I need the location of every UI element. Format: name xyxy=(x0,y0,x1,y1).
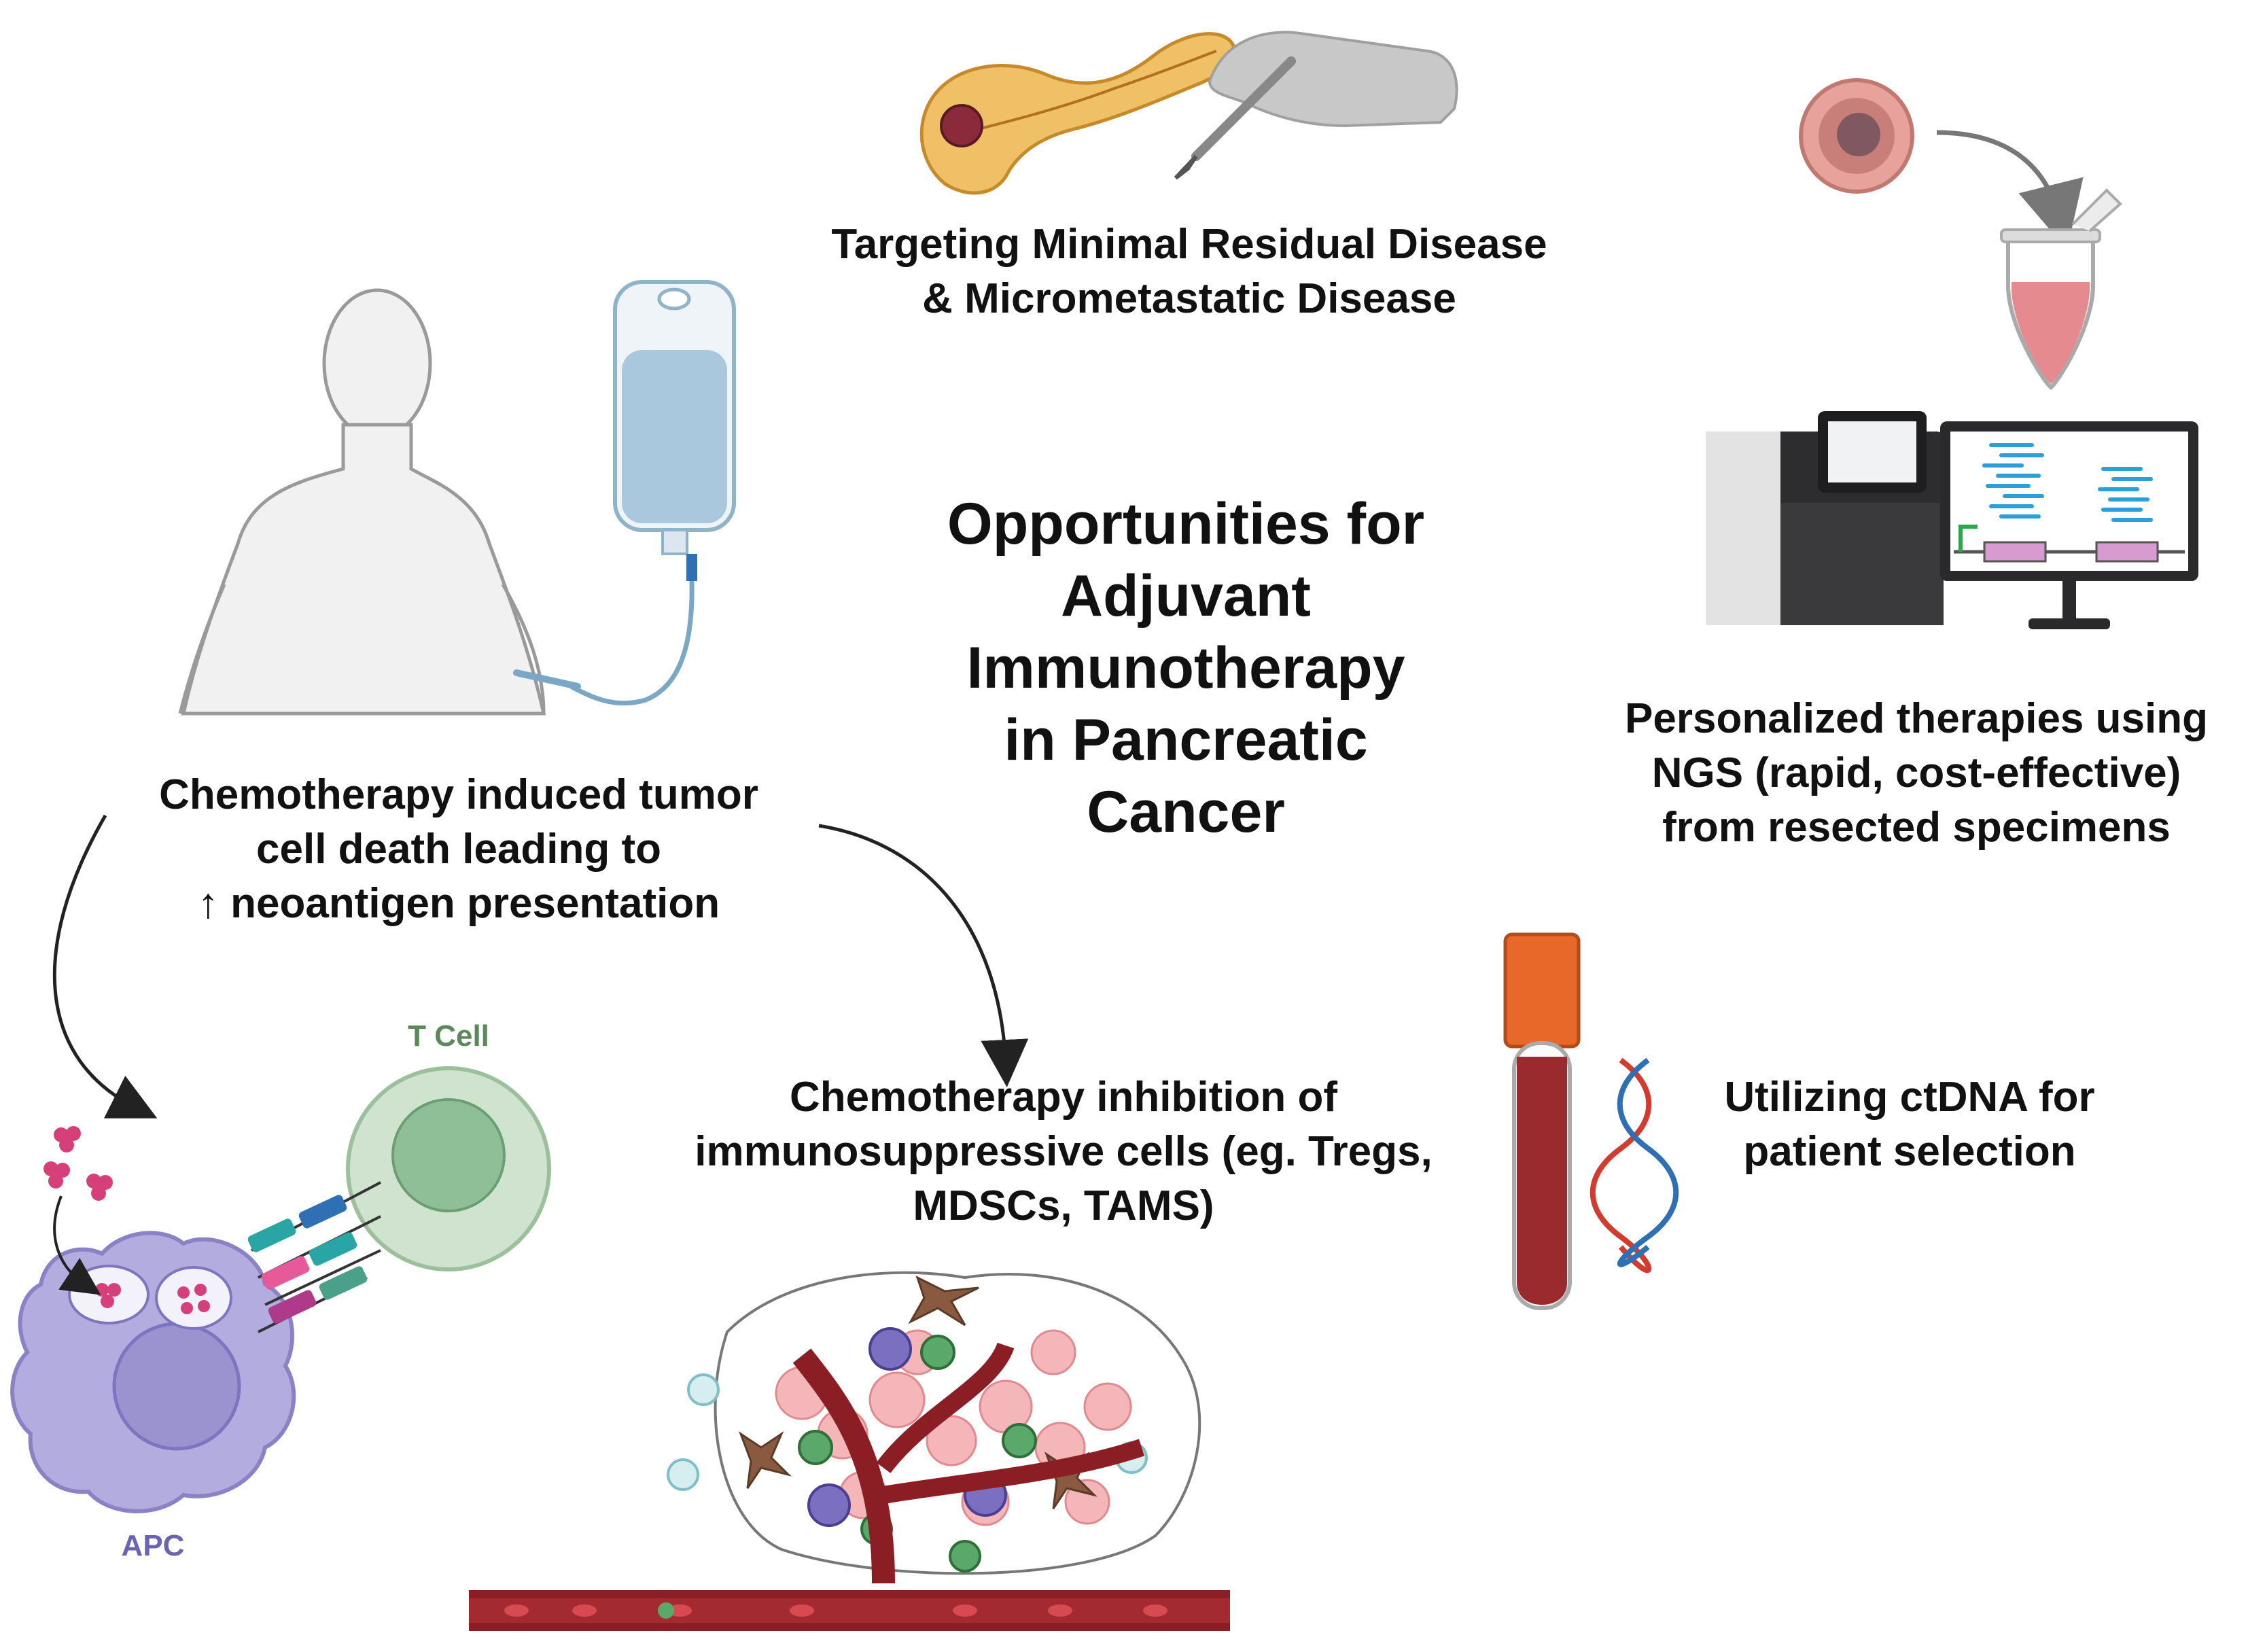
patient-body-icon xyxy=(178,288,546,716)
caption-chemo-neoantigen: Chemotherapy induced tumor cell death le… xyxy=(159,771,758,927)
tumor-microenvironment-icon xyxy=(469,1271,1230,1631)
arrow-to-apc xyxy=(52,814,158,1119)
caption-minimal-residual-disease: Targeting Minimal Residual Disease & Mic… xyxy=(831,221,1547,322)
apc-label: APC xyxy=(121,1529,185,1562)
monitor-icon xyxy=(1940,421,2198,629)
scalpel-hand-icon xyxy=(1174,31,1458,180)
tumor-specimen-icon xyxy=(1799,78,1914,194)
apc-cell-icon xyxy=(10,1126,296,1513)
iv-bag-icon xyxy=(513,280,736,706)
pancreas-icon xyxy=(919,32,1236,195)
ngs-reads xyxy=(1982,443,2153,522)
receptor-complex-icon xyxy=(247,1181,381,1333)
microtube-icon xyxy=(2000,188,2122,390)
dna-helix-icon xyxy=(1590,1057,1679,1273)
caption-ctdna: Utilizing ctDNA for patient selection xyxy=(1724,1074,2095,1175)
arrow-to-tme xyxy=(818,824,1029,1087)
specimen-arrow xyxy=(1936,130,2084,250)
blood-tube-icon xyxy=(1503,932,1581,1310)
t-cell-label: T Cell xyxy=(408,1019,489,1053)
caption-chemo-immunosuppressive: Chemotherapy inhibition of immunosuppres… xyxy=(695,1074,1433,1229)
diagram-title: Opportunities for Adjuvant Immunotherapy… xyxy=(947,491,1425,845)
caption-personalized-ngs: Personalized therapies using NGS (rapid,… xyxy=(1625,695,2208,851)
t-cell-icon xyxy=(346,1066,551,1271)
sequencer-icon xyxy=(1706,411,1944,625)
